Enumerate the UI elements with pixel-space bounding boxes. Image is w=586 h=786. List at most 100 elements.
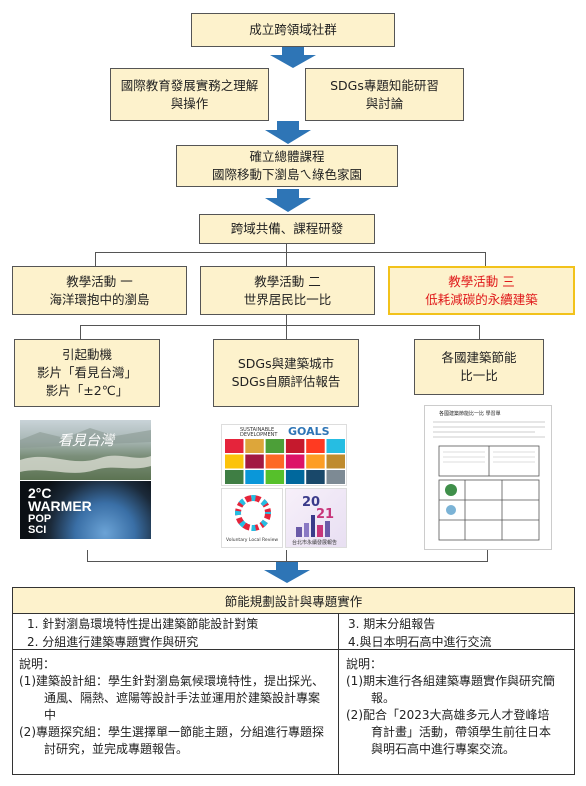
connector: [286, 252, 287, 266]
plan-right-item-2: 4.與日本明石高中進行交流: [348, 635, 492, 649]
sdg-tile: [225, 470, 244, 484]
sdg-goals-title: GOALS: [288, 425, 330, 438]
sdgs-city-box: SDGs與建築城市 SDGs自願評估報告: [213, 339, 359, 407]
sdg-tile: [306, 470, 325, 484]
warmer-line1: 2°C: [28, 485, 52, 501]
prep-label: 跨域共備、課程研發: [230, 221, 344, 236]
motivation-box: 引起動機 影片「看見台灣」 影片「±2℃」: [14, 339, 160, 407]
connector: [286, 325, 287, 339]
popsci-line2: SCI: [28, 524, 47, 536]
connector: [80, 325, 480, 326]
sdg-tile: [326, 439, 345, 453]
city-skyline-icon: [296, 515, 330, 537]
down-arrow-icon: [265, 189, 311, 212]
connector: [95, 252, 486, 253]
curriculum-line2: 國際移動下瀏島ㄟ綠色家園: [211, 167, 362, 182]
sdg-goals-image: SUSTAINABLE DEVELOPMENT GOALS: [221, 424, 347, 486]
sdg-tile: [265, 439, 285, 453]
river-landscape-icon: [20, 428, 151, 473]
activity-3-box: 教學活動 三 低耗減碳的永續建築: [388, 266, 575, 315]
sdgs-workshop-box: SDGs專題知能研習 與討論: [305, 68, 464, 121]
sdg-tile: [245, 454, 264, 469]
connector: [286, 315, 287, 325]
connector: [95, 252, 96, 266]
sdg-tile: [245, 439, 264, 453]
activity-2-sub: 世界居民比一比: [243, 291, 332, 307]
plan-divider-vertical: [338, 613, 339, 775]
worksheet-image: 各國建築節能比一比 學習單: [424, 405, 552, 550]
connector: [80, 325, 81, 339]
left-note-item-2: (2)專題探究組：學生選擇單一節能主題，分組進行專題探討研究，並完成專題報告。: [19, 725, 325, 756]
top-box: 成立跨領域社群: [191, 13, 395, 47]
plan-right-item-1: 3. 期末分組報告: [348, 617, 436, 631]
sdg-tile: [285, 454, 305, 469]
plan-left-note: 說明： (1)建築設計組：學生針對瀏島氣候環境特性，提出採光、通風、隔熱、遮陽等…: [19, 656, 329, 758]
sdg-wheel-icon: [235, 495, 271, 531]
report-caption: 台北市永續發展報告: [292, 540, 338, 546]
right-note-item-1: (1)期末進行各組建築專題實作與研究簡報。: [346, 674, 555, 705]
prep-box: 跨域共備、課程研發: [199, 214, 375, 244]
intl-education-line2: 與操作: [170, 95, 209, 111]
energy-compare-line1: 各國建築節能: [441, 350, 517, 365]
connector: [485, 252, 486, 266]
plan-box: 節能規劃設計與專題實作 1. 針對瀏島環境特性提出建築節能設計對策 2. 分組進…: [12, 587, 575, 775]
report-year2: 21: [316, 507, 335, 522]
warmer-film-image: 2°C WARMER POP SCI: [20, 481, 151, 539]
report-year: 20: [302, 495, 321, 510]
plan-title: 節能規劃設計與專題實作: [13, 588, 574, 614]
sdg-tile: [265, 470, 285, 484]
top-label: 成立跨領域社群: [249, 22, 337, 37]
activity-3-title: 教學活動 三: [448, 273, 515, 289]
popsci-line1: POP: [28, 513, 52, 525]
sdgs-workshop-line2: 與討論: [365, 95, 404, 111]
connector: [487, 550, 488, 561]
sdg-tile: [326, 454, 345, 469]
motivation-line2: 影片「看見台灣」: [36, 365, 137, 380]
curriculum-line1: 確立總體課程: [249, 149, 325, 164]
energy-compare-line2: 比一比: [460, 368, 498, 383]
motivation-line3: 影片「±2℃」: [45, 383, 129, 398]
connector: [87, 550, 88, 561]
connector: [87, 561, 488, 562]
left-note-title: 說明：: [19, 657, 56, 671]
left-note-item-1: (1)建築設計組：學生針對瀏島氣候環境特性，提出採光、通風、隔熱、遮陽等設計手法…: [19, 674, 325, 722]
sdgs-city-line1: SDGs與建築城市: [237, 356, 335, 371]
plan-title-text: 節能規劃設計與專題實作: [224, 594, 363, 609]
sdg-tile: [245, 470, 264, 484]
sdg-tile: [306, 454, 325, 469]
sdg-tile: [265, 454, 285, 469]
sdg-tile: [306, 439, 325, 453]
sdg-header-2: DEVELOPMENT: [240, 432, 278, 438]
city-report-image: 20 21 台北市永續發展報告: [285, 488, 347, 548]
worksheet-title: 各國建築節能比一比 學習單: [439, 411, 501, 417]
sdg-tile: [285, 439, 305, 453]
intl-education-box: 國際教育發展實務之理解 與操作: [110, 68, 269, 121]
down-arrow-icon: [264, 562, 310, 583]
sdgs-workshop-line1: SDGs專題知能研習: [330, 77, 439, 93]
motivation-line1: 引起動機: [61, 347, 112, 362]
sdg-tile: [285, 470, 305, 484]
plan-divider-horizontal: [13, 649, 574, 650]
plan-right-items: 3. 期末分組報告 4.與日本明石高中進行交流: [348, 615, 568, 651]
plan-right-note: 說明： (1)期末進行各組建築專題實作與研究簡報。 (2)配合「2023大高雄多…: [346, 656, 561, 758]
taiwan-film-title: 看見台灣: [58, 433, 114, 449]
curriculum-box: 確立總體課程 國際移動下瀏島ㄟ綠色家園: [176, 145, 398, 187]
taiwan-film-image: 看見台灣: [20, 420, 151, 480]
right-note-title: 說明：: [346, 657, 383, 671]
activity-1-sub: 海洋環抱中的瀏島: [49, 291, 150, 307]
down-arrow-icon: [265, 121, 311, 144]
connector: [286, 244, 287, 252]
right-note-item-2: (2)配合「2023大高雄多元人才登峰培育計畫」活動，帶領學生前往日本與明石高中…: [346, 708, 552, 756]
activity-2-title: 教學活動 二: [254, 273, 321, 289]
worksheet-lines-icon: [433, 421, 545, 541]
activity-1-box: 教學活動 一 海洋環抱中的瀏島: [12, 266, 187, 315]
plan-left-item-2: 2. 分組進行建築專題實作與研究: [27, 635, 199, 649]
sdg-header-1: SUSTAINABLE: [240, 427, 275, 433]
sdg-tile: [326, 470, 345, 484]
activity-2-box: 教學活動 二 世界居民比一比: [200, 266, 375, 315]
activity-1-title: 教學活動 一: [66, 273, 133, 289]
sdg-tile: [225, 439, 244, 453]
activity-3-sub: 低耗減碳的永續建築: [425, 291, 538, 307]
vlr-caption: Voluntary Local Review: [226, 538, 279, 543]
sdgs-city-line2: SDGs自願評估報告: [231, 374, 341, 389]
